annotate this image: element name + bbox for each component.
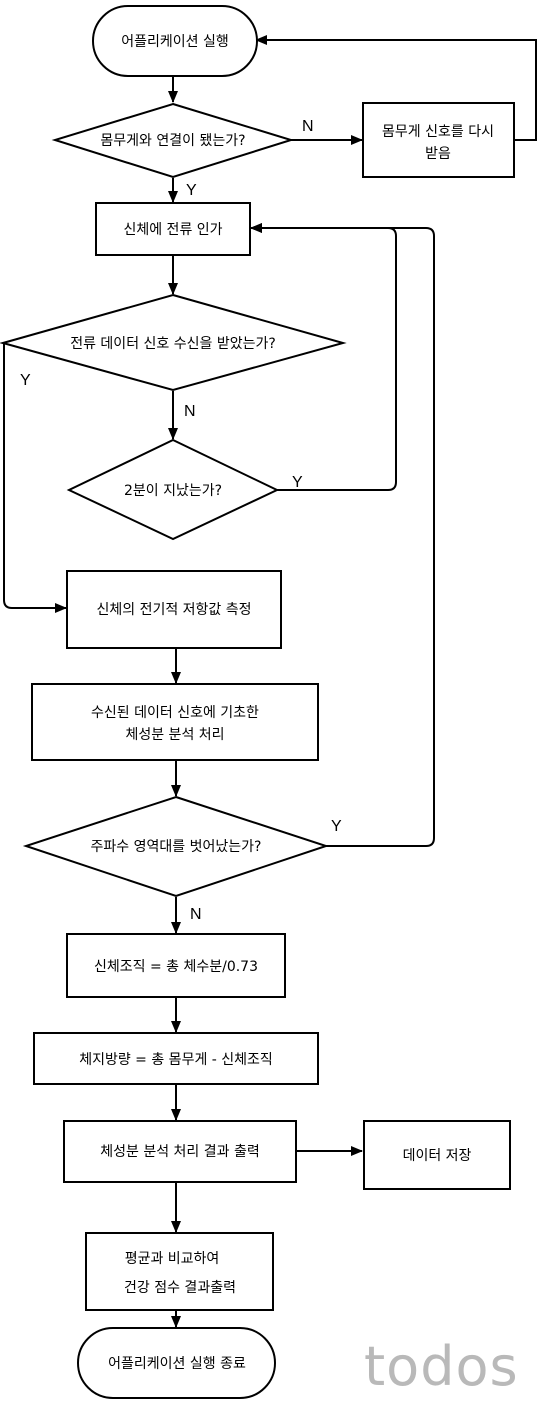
node-store: 데이터 저장: [363, 1120, 511, 1190]
connectors: [3, 35, 537, 1328]
label-received-no: N: [184, 403, 196, 420]
label-connect-yes: Y: [186, 182, 197, 199]
label-freq-yes: Y: [331, 818, 342, 835]
node-end: 어플리케이션 실행 종료: [77, 1327, 276, 1399]
node-output: 체성분 분석 처리 결과 출력: [63, 1120, 297, 1183]
node-resend: 몸무게 신호를 다시 받음: [362, 102, 515, 178]
node-measure-label: 신체의 전기적 저항값 측정: [96, 602, 251, 618]
label-freq-no: N: [190, 906, 202, 923]
node-compare-label-line2: 건강 점수 결과출력: [124, 1280, 236, 1296]
edge-freq-yes: [250, 223, 435, 847]
node-check-received: 전류 데이터 신호 수신을 받았는가?: [0, 293, 347, 392]
node-check-2min-label: 2분이 지났는가?: [124, 483, 222, 499]
node-start-label: 어플리케이션 실행: [121, 34, 229, 50]
label-timeout-yes: Y: [292, 474, 303, 491]
node-analysis-label-line1: 수신된 데이터 신호에 기초한: [91, 705, 259, 721]
node-apply-current: 신체에 전류 인가: [95, 202, 251, 256]
label-connect-no: N: [302, 118, 314, 135]
node-check-connect-label: 몸무게와 연결이 됐는가?: [100, 133, 245, 149]
node-store-label: 데이터 저장: [403, 1148, 472, 1164]
node-check-freq: 주파수 영역대를 벗어났는가?: [22, 795, 330, 898]
watermark-logo: todos: [364, 1335, 519, 1398]
node-output-label: 체성분 분석 처리 결과 출력: [100, 1144, 259, 1160]
node-apply-current-label: 신체에 전류 인가: [123, 222, 222, 238]
node-check-freq-label: 주파수 영역대를 벗어났는가?: [91, 839, 262, 855]
label-received-yes: Y: [20, 372, 31, 389]
node-check-received-label: 전류 데이터 신호 수신을 받았는가?: [70, 336, 276, 352]
node-start: 어플리케이션 실행: [92, 5, 258, 77]
node-tissue-label: 신체조직 = 총 체수분/0.73: [94, 959, 258, 975]
node-end-label: 어플리케이션 실행 종료: [108, 1356, 246, 1372]
node-fat-label: 체지방량 = 총 몸무게 - 신체조직: [79, 1052, 273, 1068]
edge-labels: N Y Y N Y Y N: [20, 118, 342, 923]
node-analysis: 수신된 데이터 신호에 기초한 체성분 분석 처리: [31, 683, 319, 761]
node-measure: 신체의 전기적 저항값 측정: [66, 570, 282, 649]
edge-resend-loop: [255, 35, 537, 141]
node-compare-label-line1: 평균과 비교하여: [125, 1251, 220, 1267]
node-analysis-label-line2: 체성분 분석 처리: [125, 727, 224, 743]
node-fat: 체지방량 = 총 몸무게 - 신체조직: [33, 1032, 319, 1085]
edge-received-yes: [3, 343, 67, 613]
node-resend-label-line1: 몸무게 신호를 다시: [382, 124, 494, 140]
node-check-2min: 2분이 지났는가?: [66, 438, 280, 541]
node-compare: 평균과 비교하여 건강 점수 결과출력: [85, 1232, 274, 1311]
node-tissue: 신체조직 = 총 체수분/0.73: [66, 933, 286, 998]
node-check-connect: 몸무게와 연결이 됐는가?: [51, 102, 295, 179]
node-resend-label-line2: 받음: [425, 146, 451, 162]
